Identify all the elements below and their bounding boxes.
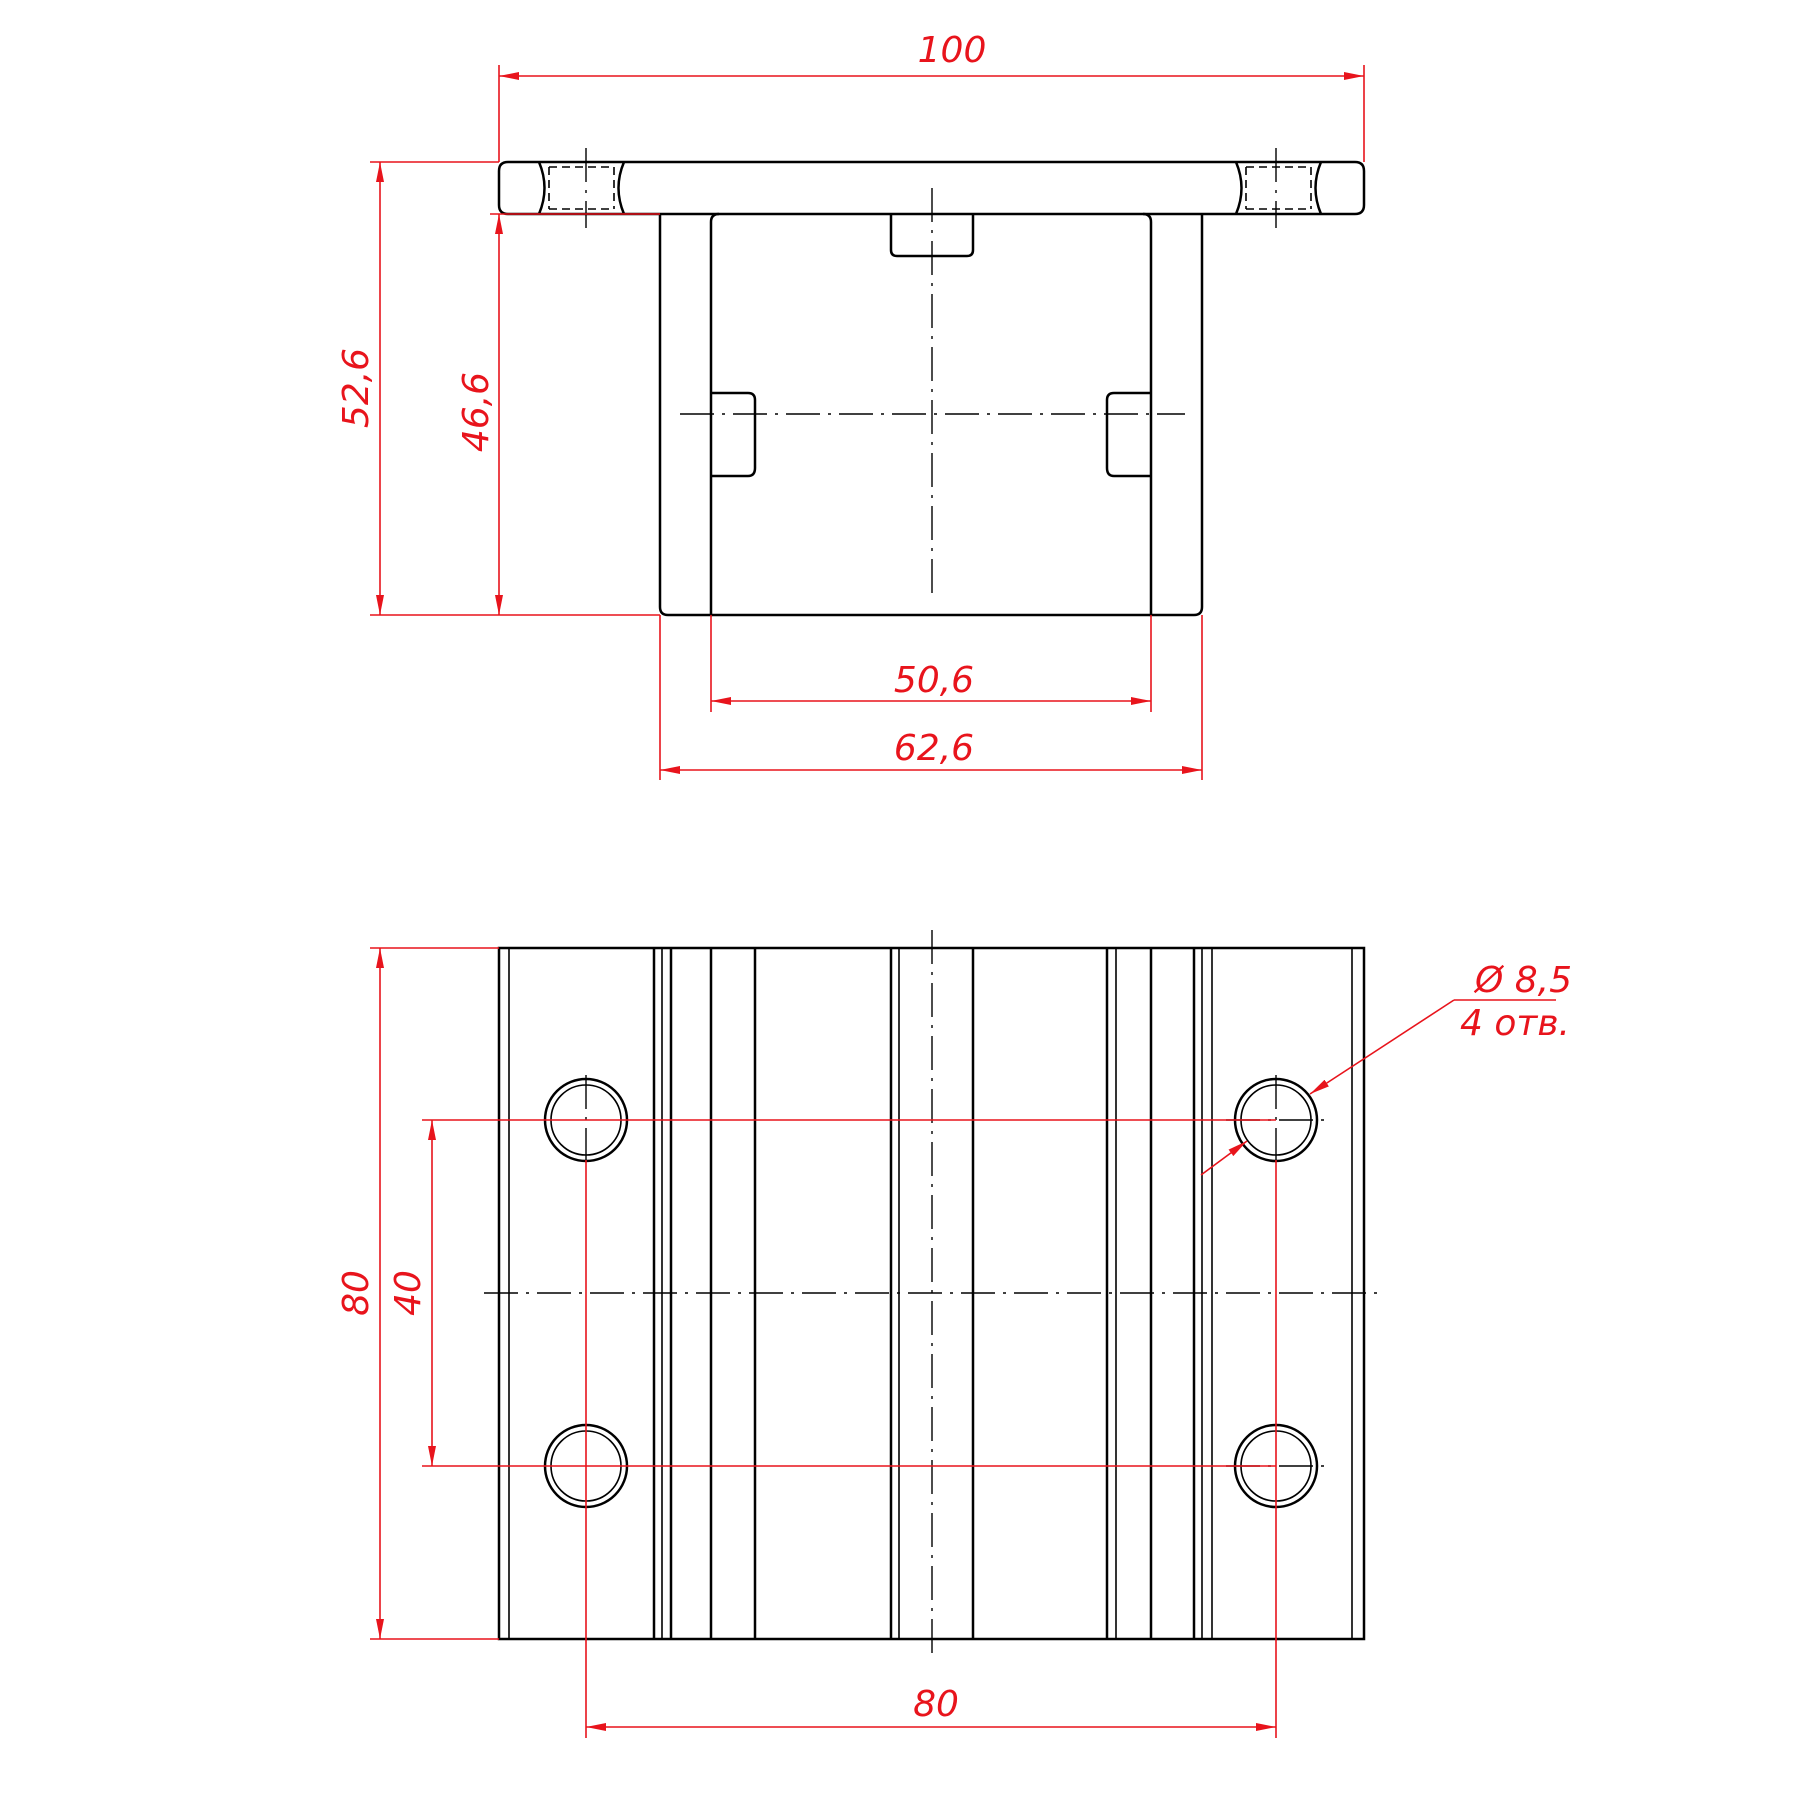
front-dimensions: 100 52,6 46,6 50,6 62,6 <box>336 30 1365 780</box>
dim-hole-spacing-vertical: 40 <box>388 1270 429 1316</box>
hole-top-left <box>543 1075 629 1163</box>
flange-hole-right <box>1234 148 1323 228</box>
outer-body <box>658 212 720 617</box>
dim-top-width: 100 <box>918 30 987 71</box>
dim-hole-count: 4 отв. <box>1460 1003 1570 1044</box>
dim-plan-height: 80 <box>336 1270 377 1316</box>
dim-hole-spacing-horizontal: 80 <box>913 1684 959 1725</box>
plan-dimensions: 80 40 80 Ø 8,5 4 отв. <box>336 947 1572 1738</box>
dim-outer-width: 62,6 <box>894 728 974 769</box>
left-slot <box>711 391 757 478</box>
hole-top-right <box>1226 1075 1326 1163</box>
dim-total-height: 52,6 <box>336 348 377 428</box>
flange-plate <box>497 160 1366 216</box>
dim-body-height: 46,6 <box>456 372 497 452</box>
front-view <box>497 148 1366 617</box>
right-slot <box>1105 391 1151 478</box>
plan-view <box>484 930 1378 1655</box>
flange-hole-left <box>537 148 626 228</box>
dim-hole-diameter: Ø 8,5 <box>1473 960 1572 1001</box>
dim-inner-width: 50,6 <box>894 660 974 701</box>
